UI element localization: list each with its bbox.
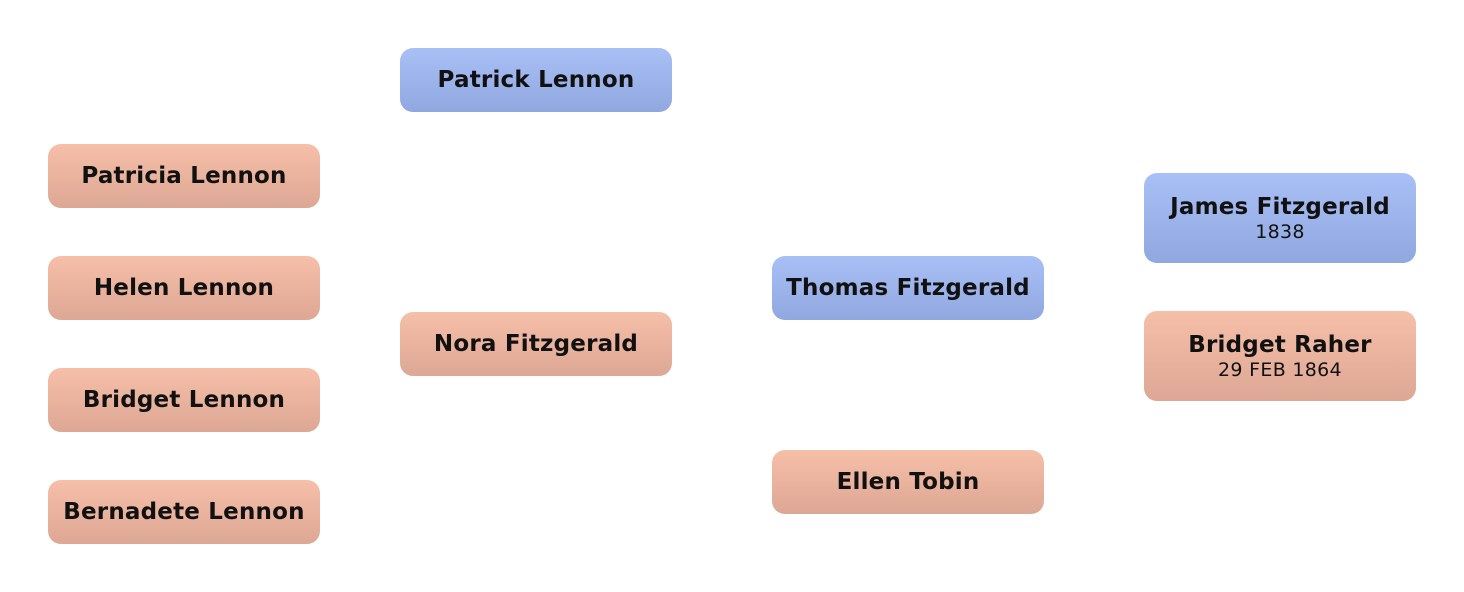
- person-name: Bridget Lennon: [82, 387, 286, 413]
- person-name: Thomas Fitzgerald: [786, 275, 1030, 301]
- person-date: 29 FEB 1864: [1218, 359, 1342, 381]
- person-name: Helen Lennon: [93, 275, 275, 301]
- person-name: James Fitzgerald: [1170, 194, 1390, 220]
- person-card-bridget-lennon[interactable]: Bridget Lennon: [48, 368, 320, 432]
- person-card-patricia-lennon[interactable]: Patricia Lennon: [48, 144, 320, 208]
- person-card-ellen-tobin[interactable]: Ellen Tobin: [772, 450, 1044, 514]
- person-card-bridget-raher[interactable]: Bridget Raher 29 FEB 1864: [1144, 311, 1416, 401]
- person-card-thomas-fitzgerald[interactable]: Thomas Fitzgerald: [772, 256, 1044, 320]
- person-name: Nora Fitzgerald: [433, 331, 639, 357]
- person-card-helen-lennon[interactable]: Helen Lennon: [48, 256, 320, 320]
- person-card-patrick-lennon[interactable]: Patrick Lennon: [400, 48, 672, 112]
- person-name: Bernadete Lennon: [63, 499, 305, 525]
- person-name: Patrick Lennon: [437, 67, 635, 93]
- person-card-bernadete-lennon[interactable]: Bernadete Lennon: [48, 480, 320, 544]
- person-name: Ellen Tobin: [836, 469, 980, 495]
- person-card-nora-fitzgerald[interactable]: Nora Fitzgerald: [400, 312, 672, 376]
- person-name: Patricia Lennon: [81, 163, 287, 189]
- person-name: Bridget Raher: [1188, 332, 1372, 358]
- person-card-james-fitzgerald[interactable]: James Fitzgerald 1838: [1144, 173, 1416, 263]
- person-date: 1838: [1255, 221, 1305, 243]
